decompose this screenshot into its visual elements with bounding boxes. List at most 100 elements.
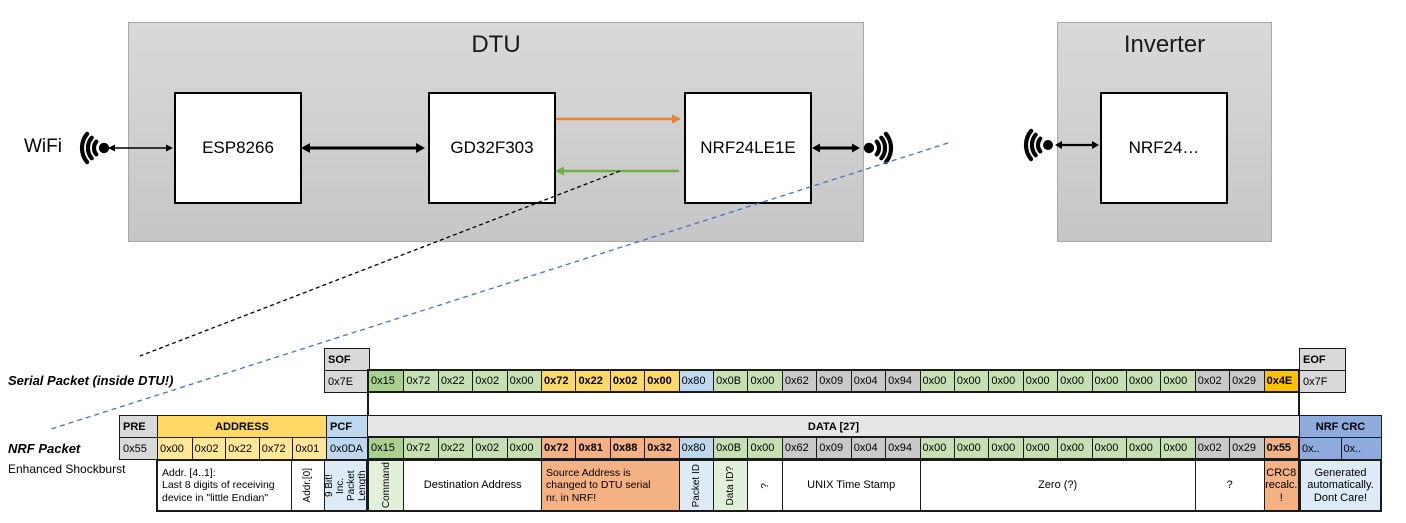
enhanced-shockburst-label: Enhanced Shockburst: [8, 462, 126, 476]
address-byte-cell: 0x00: [158, 438, 192, 459]
crc-byte-cell: 0x..: [1340, 438, 1381, 459]
serial-byte-cell: 0x00: [747, 371, 782, 391]
wifi-label: WiFi: [24, 136, 62, 157]
nrf-byte-cell: 0x81: [575, 438, 610, 458]
serial-byte-cell: 0x00: [1125, 371, 1161, 391]
nrf-byte-cell: 0x00: [1125, 438, 1161, 458]
nrf-byte-cell: 0x00: [919, 438, 954, 458]
address-byte-cell: 0x72: [258, 438, 293, 459]
nrf-byte-cell: 0x00: [1091, 438, 1126, 458]
serial-byte-cell: 0x00: [1057, 371, 1092, 391]
annotation-cell: Addr. [4..1]: Last 8 digits of receiving…: [158, 461, 291, 510]
annotation-cell: ?: [747, 461, 782, 510]
sof-header: SOF: [324, 348, 370, 371]
nrf-byte-cell: 0x02: [1194, 438, 1230, 458]
serial-byte-cell: 0x15: [369, 371, 404, 391]
data-header: DATA [27]: [367, 415, 1300, 438]
pre-value: 0x55: [119, 437, 158, 460]
address-byte-cell: 0x02: [191, 438, 226, 459]
nrf-byte-cell: 0x88: [609, 438, 645, 458]
nrf-byte-cell: 0x62: [781, 438, 817, 458]
chip-inverter-nrf24: NRF24…: [1100, 92, 1228, 204]
eof-header: EOF: [1299, 348, 1346, 371]
address-annotation-row: Addr. [4..1]: Last 8 digits of receiving…: [156, 459, 368, 512]
nrf-byte-cell: 0x00: [988, 438, 1023, 458]
address-byte-cell: 0x01: [292, 438, 326, 459]
serial-byte-cell: 0x00: [1022, 371, 1058, 391]
serial-byte-cell: 0x02: [1194, 371, 1230, 391]
annotation-cell: Command: [369, 461, 404, 510]
serial-byte-cell: 0x72: [541, 371, 576, 391]
wifi-icon: [1023, 128, 1053, 162]
nrf-byte-cell: 0x29: [1229, 438, 1264, 458]
annotation-cell: UNIX Time Stamp: [781, 461, 920, 510]
serial-byte-cell: 0x62: [781, 371, 817, 391]
nrf-byte-cell: 0x00: [1022, 438, 1058, 458]
dtu-title: DTU: [471, 31, 521, 58]
serial-byte-cell: 0x00: [919, 371, 954, 391]
serial-byte-cell: 0x22: [575, 371, 610, 391]
nrf-byte-cell: 0x00: [1057, 438, 1092, 458]
chip-esp8266: ESP8266: [174, 92, 302, 204]
eof-value: 0x7F: [1299, 370, 1346, 393]
pcf-header: PCF: [326, 415, 368, 438]
serial-byte-cell: 0x0B: [713, 371, 748, 391]
nrf-byte-cell: 0x00: [747, 438, 782, 458]
pre-header: PRE: [119, 415, 158, 438]
serial-byte-cell: 0x29: [1229, 371, 1264, 391]
serial-byte-cell: 0x02: [472, 371, 507, 391]
serial-byte-cell: 0x94: [885, 371, 920, 391]
serial-byte-cell: 0x22: [437, 371, 473, 391]
serial-packet-label: Serial Packet (inside DTU!): [8, 373, 174, 388]
serial-byte-cell: 0x80: [678, 371, 714, 391]
crc-annotation-row: Generated automatically. Dont Care!: [1299, 459, 1382, 512]
annotation-cell: Zero (?): [919, 461, 1195, 510]
inverter-title: Inverter: [1123, 31, 1206, 58]
annotation-cell: Source Address is changed to DTU serial …: [541, 461, 679, 510]
serial-byte-cell: 0x4E: [1263, 371, 1298, 391]
address-header: ADDRESS: [157, 415, 327, 438]
wifi-icon: [863, 131, 894, 165]
serial-byte-cell: 0x00: [506, 371, 542, 391]
nrf-byte-cell: 0x55: [1263, 438, 1298, 458]
chip-gd32f303: GD32F303: [428, 92, 556, 204]
serial-byte-cell: 0x72: [403, 371, 438, 391]
serial-byte-cell: 0x00: [1160, 371, 1195, 391]
annotation-cell: Data ID?: [713, 461, 748, 510]
pcf-value: 0x0DA: [326, 437, 368, 460]
annotation-cell: Generated automatically. Dont Care!: [1301, 461, 1380, 510]
serial-byte-cell: 0x00: [953, 371, 989, 391]
nrf-byte-cell: 0x02: [472, 438, 507, 458]
nrf-byte-cell: 0x22: [437, 438, 473, 458]
annotation-cell: Packet ID: [678, 461, 714, 510]
wifi-icon: [79, 131, 110, 165]
address-byte-cell: 0x22: [225, 438, 259, 459]
serial-byte-cell: 0x00: [988, 371, 1023, 391]
nrf-byte-cell: 0x72: [541, 438, 576, 458]
nrf-byte-cell: 0x0B: [713, 438, 748, 458]
serial-byte-cell: 0x00: [1091, 371, 1126, 391]
chip-nrf24le1e: NRF24LE1E: [684, 92, 812, 204]
table-bridge-line: [1298, 392, 1300, 416]
nrf-byte-cell: 0x00: [506, 438, 542, 458]
sof-value: 0x7E: [324, 370, 370, 393]
table-bridge-line: [367, 392, 369, 416]
crc-byte-cell: 0x..: [1300, 438, 1341, 459]
nrf-byte-cell: 0x32: [644, 438, 679, 458]
annotation-cell: Destination Address: [403, 461, 542, 510]
nrf-byte-cell: 0x94: [885, 438, 920, 458]
nrf-byte-cell: 0x09: [816, 438, 851, 458]
nrf-byte-cell: 0x04: [850, 438, 886, 458]
nrf-byte-cell: 0x00: [1160, 438, 1195, 458]
nrf-crc-byte-row: 0x..0x..: [1299, 437, 1382, 460]
annotation-cell: Addr.[0]: [290, 461, 324, 510]
annotation-cell: ?: [1194, 461, 1264, 510]
nrf-byte-cell: 0x72: [403, 438, 438, 458]
annotation-cell: CRC8 recalc. !: [1263, 461, 1298, 510]
nrf-crc-header: NRF CRC: [1299, 415, 1382, 438]
serial-byte-cell: 0x09: [816, 371, 851, 391]
nrf-byte-cell: 0x00: [953, 438, 989, 458]
